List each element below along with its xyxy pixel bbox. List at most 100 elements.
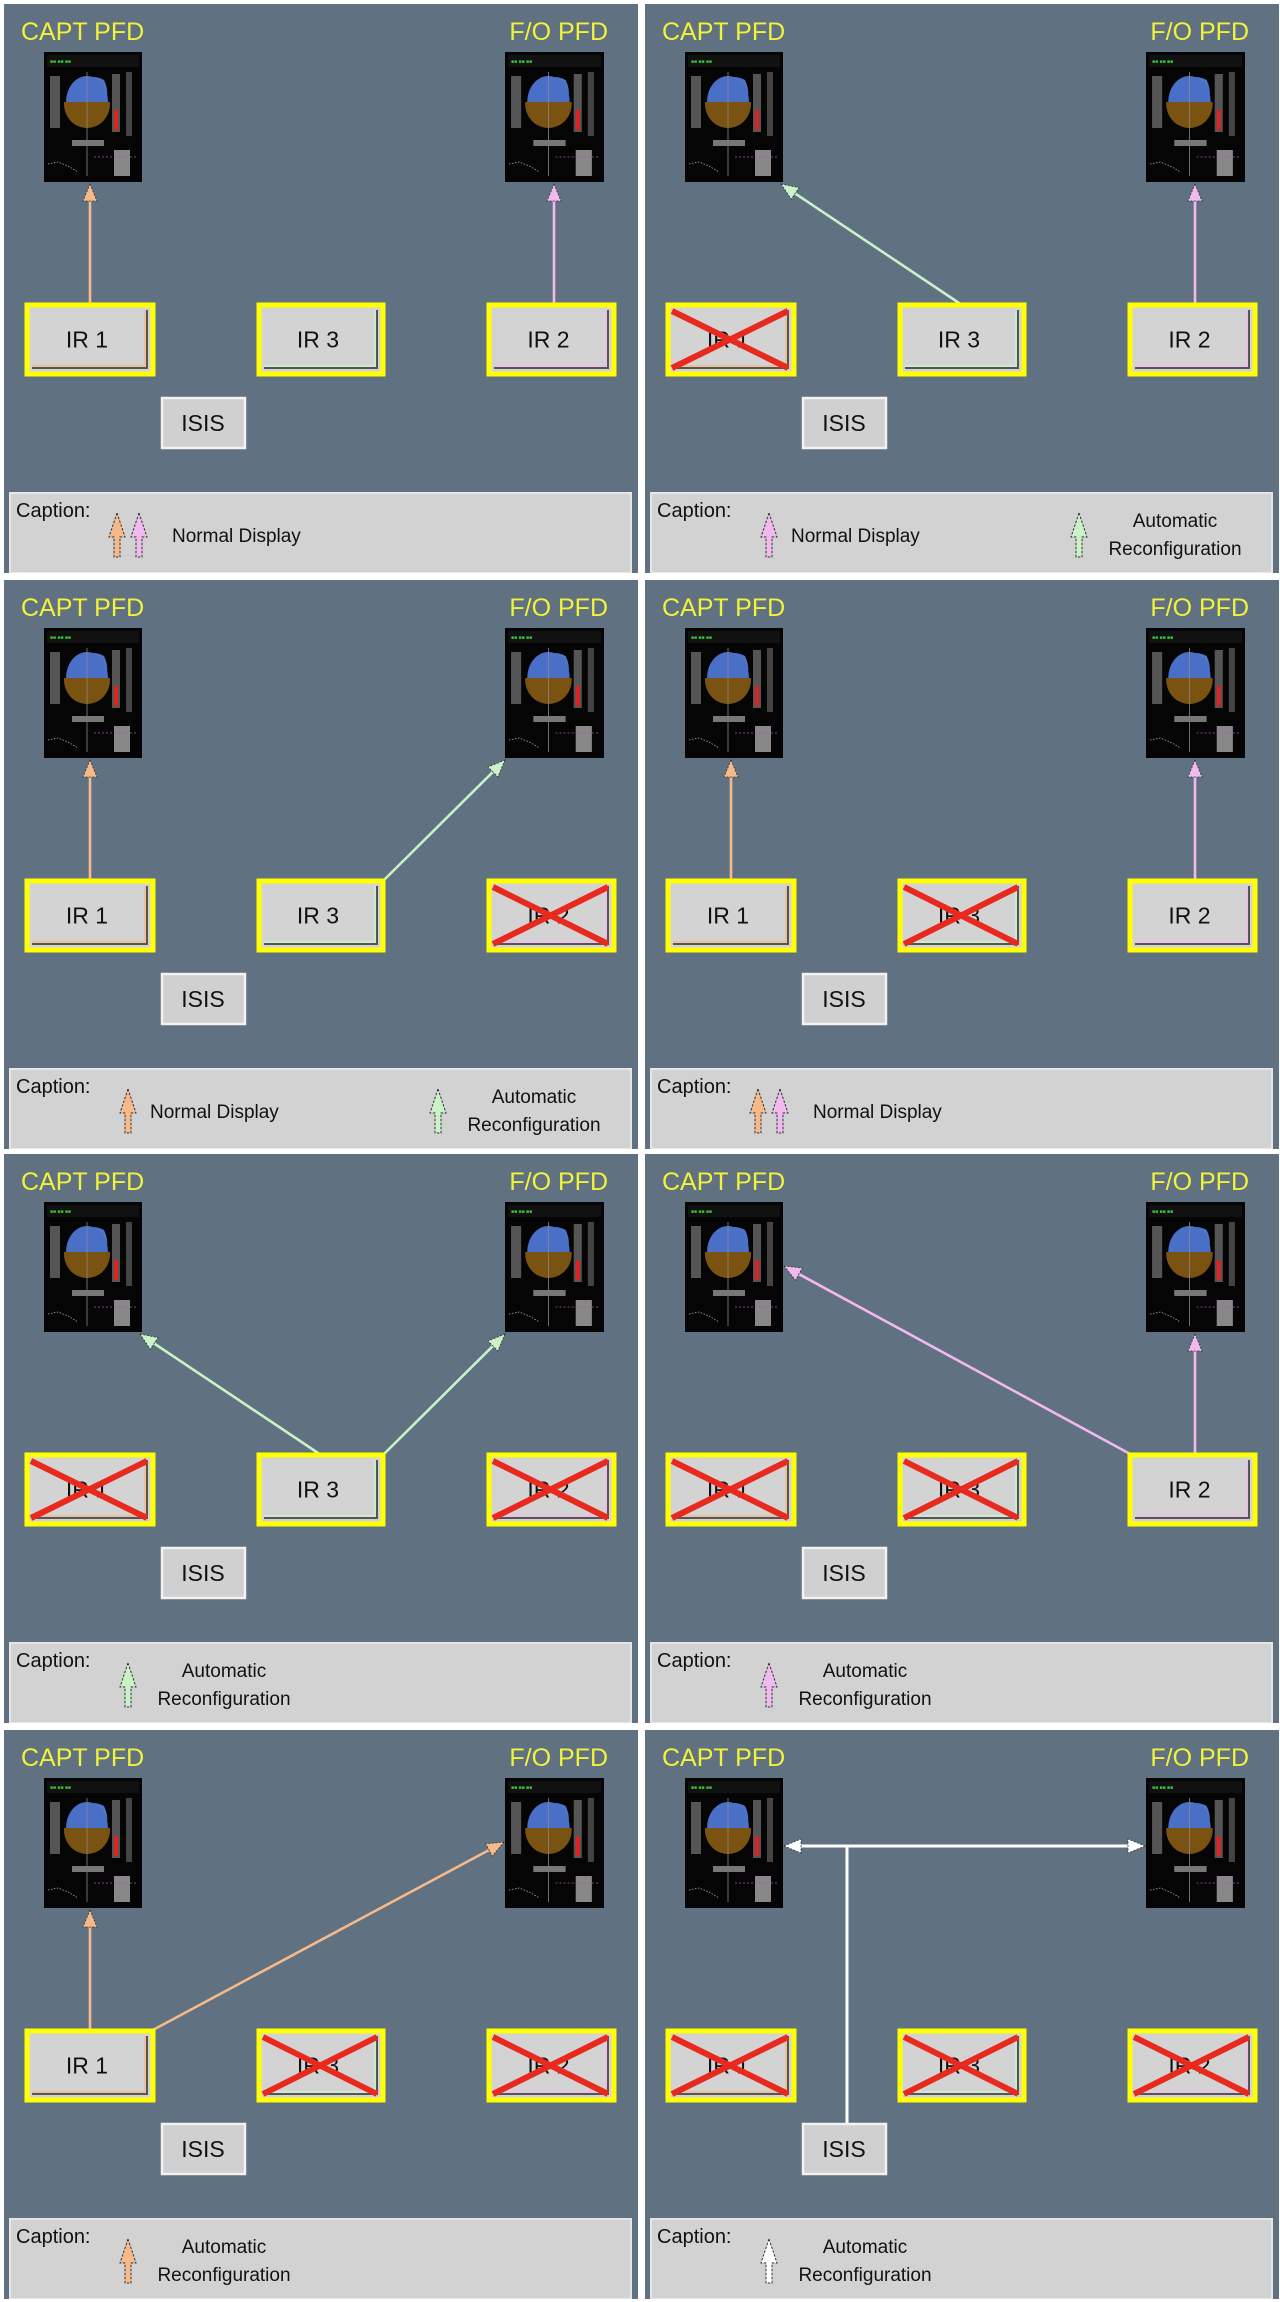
caption-auto-line1: Automatic — [1133, 511, 1217, 532]
caption-arrow-icon — [119, 1661, 137, 1708]
ir3-box[interactable]: IR 3 — [256, 302, 386, 377]
failure-x-icon — [1132, 2034, 1251, 2097]
ir3-box[interactable]: IR 3 — [256, 1452, 386, 1527]
arrow-ir3-fo — [382, 759, 506, 882]
fo-pfd-display: ■■ ■■ ■■ — [1146, 628, 1245, 758]
capt-pfd-display: ■■ ■■ ■■ — [44, 628, 142, 758]
isis-box[interactable]: ISIS — [801, 396, 888, 450]
ir1-box[interactable]: IR 1 — [665, 302, 797, 377]
isis-box[interactable]: ISIS — [801, 2122, 888, 2176]
ir2-label: IR 2 — [1168, 903, 1210, 929]
isis-box[interactable]: ISIS — [160, 972, 247, 1026]
caption-box: Caption:Normal DisplayAutomaticReconfigu… — [9, 1068, 632, 1149]
caption-box: Caption:Normal Display — [650, 1068, 1273, 1149]
caption-auto-line2: Reconfiguration — [467, 1115, 600, 1136]
ir2-box[interactable]: IR 2 — [486, 878, 617, 953]
caption-auto-line1: Automatic — [182, 1661, 266, 1682]
svg-text:■■ ■■ ■■: ■■ ■■ ■■ — [1152, 635, 1173, 641]
ir3-box[interactable]: IR 3 — [897, 878, 1027, 953]
failure-x-icon — [670, 1458, 790, 1521]
isis-label: ISIS — [181, 986, 224, 1012]
ir3-label: IR 3 — [938, 327, 980, 353]
arrow-ir3-fo-head — [487, 759, 506, 778]
caption-title: Caption: — [657, 1076, 732, 1098]
ir1-box[interactable]: IR 1 — [24, 2028, 156, 2103]
caption-normal-display: Normal Display — [150, 1102, 279, 1123]
ir2-box[interactable]: IR 2 — [1127, 1452, 1258, 1527]
ir2-box[interactable]: IR 2 — [486, 2028, 617, 2103]
fo-pfd-display: ■■ ■■ ■■ — [505, 628, 604, 758]
ir2-box[interactable]: IR 2 — [486, 1452, 617, 1527]
svg-text:■■ ■■ ■■: ■■ ■■ ■■ — [691, 1209, 712, 1215]
ir1-label: IR 1 — [66, 327, 108, 353]
ir2-box[interactable]: IR 2 — [486, 302, 617, 377]
caption-arrow-icon — [771, 1087, 789, 1134]
arrow-ir3-fo — [382, 1333, 506, 1456]
ir3-box[interactable]: IR 3 — [256, 878, 386, 953]
failure-x-icon — [491, 2034, 610, 2097]
caption-arrow-icon — [108, 511, 126, 558]
arrow-ir3-capt — [139, 1333, 322, 1457]
arrow-ir1-fo-head — [485, 1841, 505, 1857]
capt-pfd-display: ■■ ■■ ■■ — [685, 1202, 783, 1332]
fo-pfd-display: ■■ ■■ ■■ — [1146, 52, 1245, 182]
ir1-box[interactable]: IR 1 — [24, 1452, 156, 1527]
caption-title: Caption: — [657, 500, 732, 522]
caption-box: Caption:Normal Display — [9, 492, 632, 573]
ir3-label: IR 3 — [297, 1477, 339, 1503]
ir1-label: IR 1 — [707, 903, 749, 929]
svg-text:■■ ■■ ■■: ■■ ■■ ■■ — [50, 635, 71, 641]
ir2-box[interactable]: IR 2 — [1127, 2028, 1258, 2103]
ir1-box[interactable]: IR 1 — [24, 302, 156, 377]
fo-pfd-title: F/O PFD — [1150, 1744, 1249, 1772]
isis-box[interactable]: ISIS — [160, 396, 247, 450]
capt-pfd-title: CAPT PFD — [662, 1168, 785, 1196]
caption-box: Caption: Normal Display AutomaticReconfigu… — [650, 492, 1273, 573]
capt-pfd-display: ■■ ■■ ■■ — [44, 52, 142, 182]
svg-text:■■ ■■ ■■: ■■ ■■ ■■ — [50, 1785, 71, 1791]
arrow-isis-fo-head — [1127, 1838, 1147, 1854]
ir3-box[interactable]: IR 3 — [897, 1452, 1027, 1527]
isis-label: ISIS — [181, 1560, 224, 1586]
isis-box[interactable]: ISIS — [160, 2122, 247, 2176]
failure-x-icon — [902, 2034, 1020, 2097]
ir3-box[interactable]: IR 3 — [897, 2028, 1027, 2103]
caption-auto-line1: Automatic — [823, 2237, 907, 2258]
svg-text:■■ ■■ ■■: ■■ ■■ ■■ — [1152, 1785, 1173, 1791]
fo-pfd-title: F/O PFD — [509, 18, 608, 46]
caption-auto-line2: Reconfiguration — [1108, 539, 1241, 560]
ir2-label: IR 2 — [527, 327, 569, 353]
ir3-box[interactable]: IR 3 — [256, 2028, 386, 2103]
isis-box[interactable]: ISIS — [801, 1546, 888, 1600]
svg-text:■■ ■■ ■■: ■■ ■■ ■■ — [691, 1785, 712, 1791]
caption-auto-line2: Reconfiguration — [798, 1689, 931, 1710]
isis-box[interactable]: ISIS — [801, 972, 888, 1026]
arrow-ir2-fo-head — [1187, 1332, 1203, 1352]
ir2-box[interactable]: IR 2 — [1127, 878, 1258, 953]
arrow-ir1-capt — [82, 758, 98, 881]
ir2-box[interactable]: IR 2 — [1127, 302, 1258, 377]
svg-text:■■ ■■ ■■: ■■ ■■ ■■ — [1152, 1209, 1173, 1215]
ir1-box[interactable]: IR 1 — [665, 878, 797, 953]
fo-pfd-display: ■■ ■■ ■■ — [1146, 1202, 1245, 1332]
ir1-box[interactable]: IR 1 — [665, 2028, 797, 2103]
ir1-box[interactable]: IR 1 — [24, 878, 156, 953]
capt-pfd-display: ■■ ■■ ■■ — [685, 628, 783, 758]
capt-pfd-title: CAPT PFD — [662, 1744, 785, 1772]
arrow-ir2-fo-head — [1187, 182, 1203, 202]
arrow-ir3-capt-head — [780, 183, 800, 200]
capt-pfd-title: CAPT PFD — [662, 18, 785, 46]
arrow-ir2-fo — [546, 182, 562, 305]
svg-text:■■ ■■ ■■: ■■ ■■ ■■ — [50, 1209, 71, 1215]
caption-normal-display: Normal Display — [791, 526, 920, 547]
ir1-box[interactable]: IR 1 — [665, 1452, 797, 1527]
ir3-box[interactable]: IR 3 — [897, 302, 1027, 377]
arrow-ir1-capt-head — [723, 758, 739, 778]
isis-box[interactable]: ISIS — [160, 1546, 247, 1600]
failure-x-icon — [491, 884, 610, 947]
failure-x-icon — [670, 2034, 790, 2097]
isis-label: ISIS — [181, 2136, 224, 2162]
